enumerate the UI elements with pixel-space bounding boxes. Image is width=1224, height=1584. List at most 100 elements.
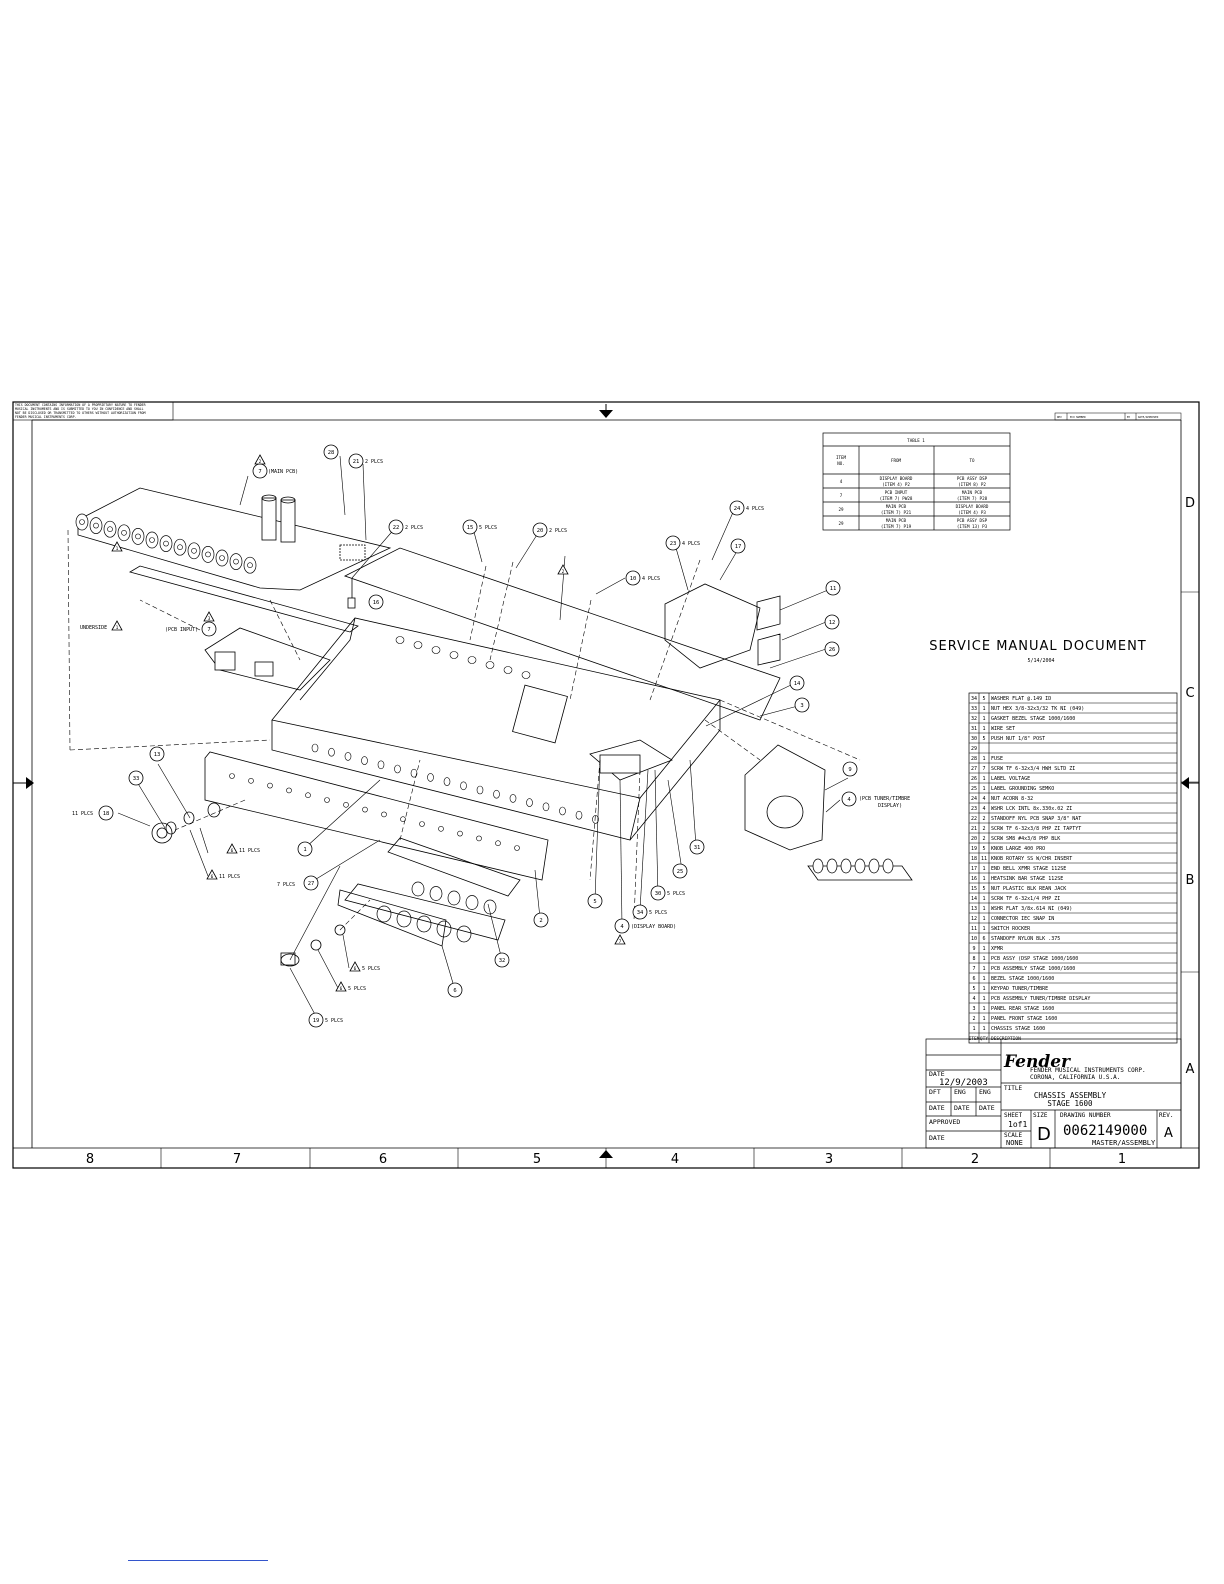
panel-hole — [542, 802, 550, 812]
bom-item: 26 — [971, 776, 977, 782]
jack-connector — [103, 520, 117, 538]
bom-item: 3 — [972, 1006, 975, 1012]
bom-description: WASHER FLAT @.149 ID — [991, 696, 1051, 702]
jack-connector — [247, 562, 253, 569]
jack-connector — [812, 858, 824, 874]
callout-7: 7 — [207, 627, 210, 633]
bom-description: FUSE — [991, 756, 1003, 762]
bom-item: 33 — [971, 706, 977, 712]
tb-date-label: DATE — [929, 1070, 945, 1078]
bom-item: 22 — [971, 816, 977, 822]
table1-cell: 4 — [840, 479, 843, 484]
bom-qty: 2 — [982, 836, 985, 842]
bezel-window — [447, 890, 461, 906]
zone-row-label: A — [1186, 1062, 1195, 1077]
zone-column-label: 8 — [86, 1152, 94, 1167]
bom-item: 9 — [972, 946, 975, 952]
panel-hole — [419, 821, 425, 827]
jack-connector — [229, 553, 243, 570]
jack-connector — [163, 540, 169, 547]
bom-description: PANEL REAR STAGE 1600 — [991, 1006, 1054, 1012]
jack-connector — [135, 533, 141, 540]
qty-15: 5 PLCS — [479, 525, 497, 531]
callout-23: 23 — [670, 541, 677, 547]
jack-connector — [121, 529, 127, 536]
qty-20: 2 PLCS — [549, 528, 567, 534]
panel-hole — [449, 651, 459, 659]
note-triangle — [111, 620, 123, 631]
bom-item: 7 — [972, 966, 975, 972]
bom-description: SWITCH ROCKER — [991, 926, 1031, 932]
callout-16: 16 — [373, 600, 380, 606]
zone-row-label: D — [1185, 496, 1195, 511]
qty-19: 5 PLCS — [325, 1018, 343, 1024]
bom-description: STANDOFF NYL PCB SNAP 3/8" NAT — [991, 816, 1081, 822]
zone-row-label: B — [1186, 873, 1195, 888]
bom-description: SCRW TF 6-32x1/4 PHP ZI — [991, 896, 1060, 902]
callout-10: 10 — [630, 576, 637, 582]
qty-11-plcs: 11 PLCS — [239, 848, 260, 854]
jack-connector — [173, 538, 187, 556]
panel-hole — [324, 797, 330, 803]
callout-20: 20 — [537, 528, 544, 534]
note-triangle — [557, 564, 569, 575]
bom-description: PUSH NUT 1/8" POST — [991, 736, 1045, 742]
jack-connector — [205, 551, 211, 558]
bom-description: PCB ASSEMBLY STAGE 1000/1600 — [991, 966, 1075, 972]
table1-cell: PCB INPUT — [885, 490, 908, 495]
bom-qty: 1 — [982, 1026, 985, 1032]
bom-description: END BELL XFMR STAGE 112SE — [991, 866, 1066, 872]
note-number: 6 — [340, 986, 343, 992]
panel-hole — [526, 798, 533, 807]
jack-connector — [840, 858, 852, 874]
jack-connector — [854, 858, 866, 874]
rev-strip-label: DATE/APPROVED — [1138, 415, 1159, 419]
callout-30: 30 — [655, 891, 662, 897]
note-number: 2 — [562, 569, 565, 575]
jack-connector — [233, 558, 239, 565]
jack-connector — [243, 556, 257, 574]
note-triangle — [203, 611, 215, 622]
note-triangle — [226, 843, 238, 854]
bom-item: 21 — [971, 826, 977, 832]
callout-25: 25 — [677, 869, 684, 875]
tb-date-label: DATE — [979, 1104, 995, 1112]
table1-cell: MAIN PCB — [886, 518, 907, 523]
table1-cell: (ITEM 7) PW28 — [880, 496, 913, 501]
bom-qty: 1 — [982, 986, 985, 992]
bom-qty: 4 — [982, 806, 985, 812]
bom-qty: 1 — [982, 1006, 985, 1012]
assembly-drawing — [67, 455, 913, 1021]
bom-qty: 1 — [982, 946, 985, 952]
bom-item: 14 — [971, 896, 977, 902]
jack-connector — [882, 858, 894, 874]
panel-hole — [592, 815, 599, 824]
table1-cell: MAIN PCB — [886, 504, 907, 509]
panel-hole — [413, 641, 423, 649]
qty-22: 2 PLCS — [405, 525, 423, 531]
panel-hole — [476, 785, 484, 795]
table1-cell: DISPLAY BOARD — [880, 476, 913, 481]
bom-qty: 1 — [982, 896, 985, 902]
panel-hole — [575, 810, 583, 820]
panel-hole — [381, 811, 387, 818]
panel-hole — [343, 801, 349, 808]
bom-description: SCRW TF 6-32x3/4 HWH SLTD ZI — [991, 766, 1075, 772]
notice-line: FENDER MUSICAL INSTRUMENTS CORP. — [15, 415, 76, 419]
bom-item: 13 — [971, 906, 977, 912]
bom-item: 17 — [971, 866, 977, 872]
jack-connector — [79, 519, 85, 525]
jack-connector — [89, 517, 103, 534]
rev-strip-label: BY — [1127, 415, 1131, 419]
callout-15: 15 — [467, 525, 474, 531]
title-block: DATE 12/9/2003 DFT ENG ENG DATE DATE DAT… — [925, 1038, 1182, 1149]
table1-cell: MAIN PCB — [962, 490, 983, 495]
tb-date: 12/9/2003 — [939, 1078, 988, 1088]
note-number: 6 — [231, 848, 234, 854]
note-triangle — [349, 961, 361, 972]
panel-hole — [361, 756, 368, 765]
bom-item: 8 — [972, 956, 975, 962]
panel-hole — [495, 840, 501, 847]
zone-column-label: 7 — [233, 1152, 241, 1167]
